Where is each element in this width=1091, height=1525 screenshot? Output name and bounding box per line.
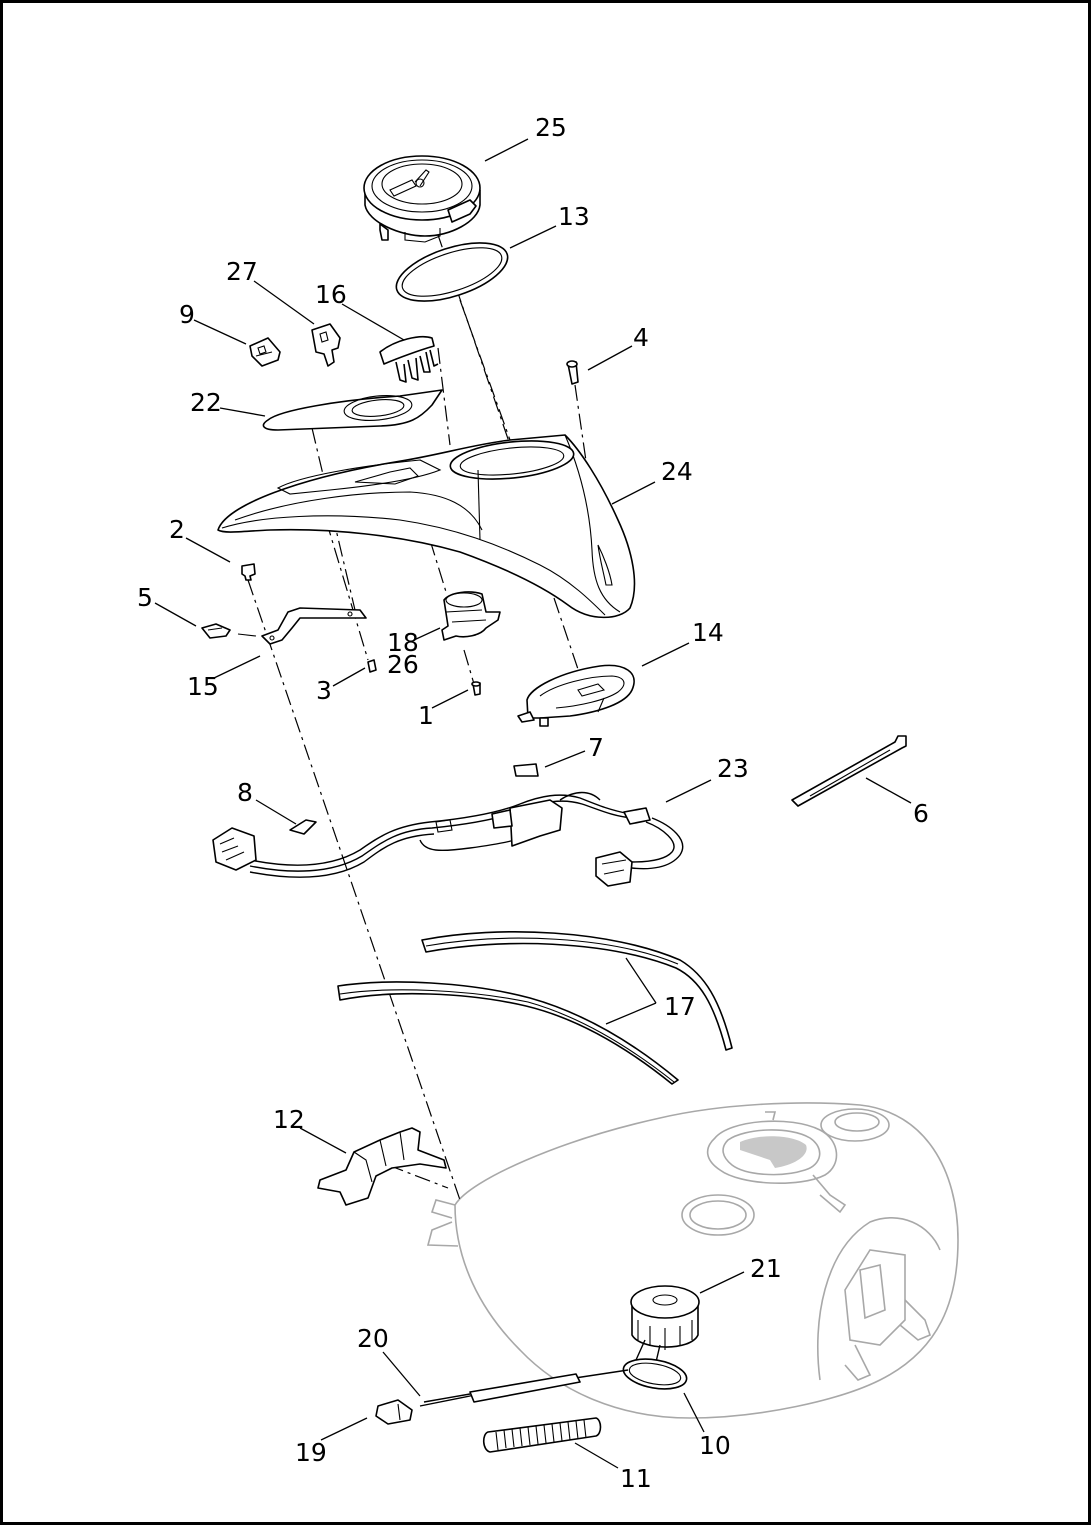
pad-7 [513, 763, 539, 777]
screw-1 [471, 681, 481, 696]
callout-labels: 25 13 27 16 9 4 22 24 2 5 18 26 15 3 14 … [137, 113, 929, 1493]
console-24 [217, 434, 636, 619]
switch-16 [379, 336, 439, 383]
gasket-13 [395, 242, 509, 302]
speedometer-25 [363, 155, 481, 243]
callout-7: 7 [588, 733, 604, 762]
callout-21: 21 [750, 1254, 782, 1283]
callout-19: 19 [295, 1438, 327, 1467]
bolt-2 [241, 563, 256, 581]
callout-2: 2 [169, 515, 185, 544]
connector-19 [375, 1399, 413, 1425]
callout-12: 12 [273, 1105, 305, 1134]
callout-24: 24 [661, 457, 693, 486]
clip-8 [289, 819, 317, 835]
callout-leaders [154, 138, 912, 1469]
callout-22: 22 [190, 388, 222, 417]
callout-18: 18 [387, 628, 419, 657]
callout-23: 23 [717, 754, 749, 783]
exploded-parts-diagram: 25 13 27 16 9 4 22 24 2 5 18 26 15 3 14 … [137, 113, 959, 1493]
fuel-cap-21 [630, 1285, 700, 1363]
callout-5: 5 [137, 583, 153, 612]
callout-16: 16 [315, 280, 347, 309]
cable-strap-6 [791, 735, 907, 807]
callout-17: 17 [664, 992, 696, 1021]
callout-26: 26 [387, 650, 419, 679]
callout-25: 25 [535, 113, 567, 142]
callout-8: 8 [237, 778, 253, 807]
mount-bracket-12 [317, 1127, 447, 1206]
callout-14: 14 [692, 618, 724, 647]
bracket-15 [261, 607, 367, 645]
callout-10: 10 [699, 1431, 731, 1460]
screw-4 [566, 360, 579, 385]
callout-6: 6 [913, 799, 929, 828]
trim-plate-22 [262, 389, 443, 431]
callout-11: 11 [620, 1464, 652, 1493]
spring-11 [482, 1417, 602, 1453]
sender-tube-20 [419, 1369, 629, 1407]
callout-1: 1 [418, 701, 434, 730]
trim-strips-17 [337, 931, 733, 1085]
switch-housing-18 [441, 591, 501, 641]
callout-27: 27 [226, 257, 258, 286]
callout-13: 13 [558, 202, 590, 231]
base-ring-14 [517, 664, 635, 727]
fuel-tank-ghost [426, 1102, 959, 1419]
callout-9: 9 [179, 300, 195, 329]
key-27 [311, 323, 341, 367]
clip-5 [201, 623, 257, 639]
callout-15: 15 [187, 672, 219, 701]
cap-9 [249, 337, 281, 367]
wiring-harness-23 [212, 791, 684, 887]
callout-4: 4 [633, 323, 649, 352]
screw-3 [367, 659, 377, 673]
callout-20: 20 [357, 1324, 389, 1353]
callout-3: 3 [316, 676, 332, 705]
ring-10 [622, 1358, 688, 1390]
